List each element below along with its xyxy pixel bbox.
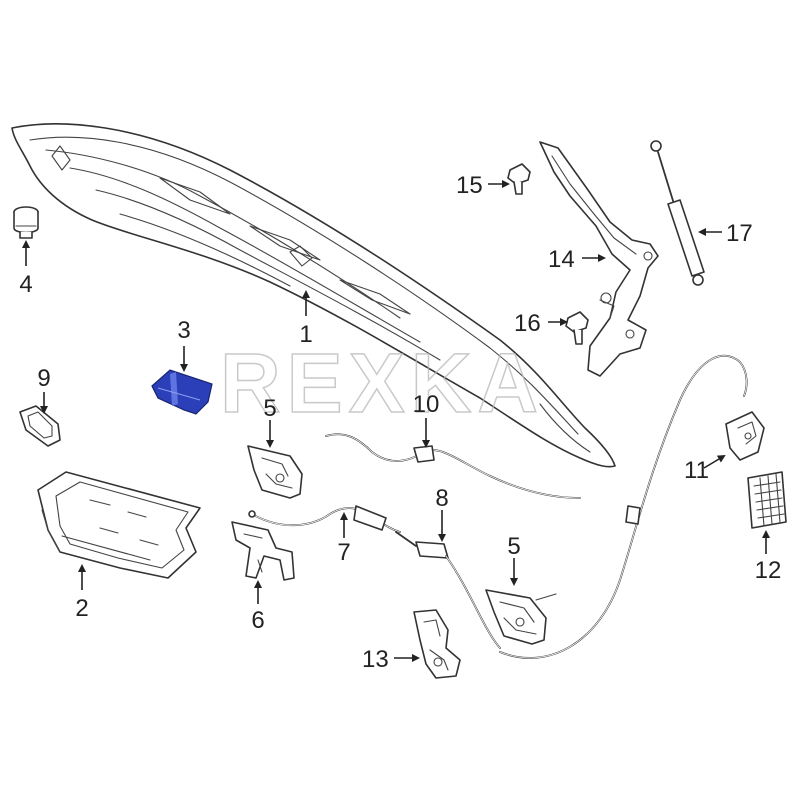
watermark-text: REXKA xyxy=(220,336,544,430)
cable-connector-8 xyxy=(395,531,501,649)
callout-14: 14 xyxy=(548,246,575,273)
highlighted-part-3 xyxy=(151,369,213,415)
latch-bracket xyxy=(231,521,295,581)
callout-8: 8 xyxy=(435,485,448,512)
callout-13: 13 xyxy=(362,646,389,673)
callout-16: 16 xyxy=(514,310,541,337)
safety-hook xyxy=(413,609,461,679)
callout-6: 6 xyxy=(251,607,264,634)
underhood-shield xyxy=(37,471,201,579)
main-release-cable xyxy=(499,354,748,659)
hood-hinge xyxy=(539,141,659,377)
hood-latch-upper xyxy=(247,445,303,499)
grommet xyxy=(19,405,61,447)
callout-5-lower: 5 xyxy=(507,533,520,560)
callout-9: 9 xyxy=(37,365,50,392)
callout-7: 7 xyxy=(337,539,350,566)
release-handle xyxy=(725,411,765,461)
callout-1: 1 xyxy=(299,321,312,348)
leader-11 xyxy=(703,454,726,469)
callout-17: 17 xyxy=(726,220,753,247)
gas-strut xyxy=(650,140,705,286)
callout-10: 10 xyxy=(413,391,440,418)
bumper-stop xyxy=(13,206,39,239)
leader-lines xyxy=(22,180,770,662)
hood-latch-lower xyxy=(485,589,557,645)
callout-12: 12 xyxy=(755,557,782,584)
vent-grille xyxy=(747,471,787,529)
callout-15: 15 xyxy=(456,172,483,199)
callout-4: 4 xyxy=(19,271,32,298)
release-cable-7 xyxy=(248,505,401,533)
bolt-15 xyxy=(507,163,531,195)
callout-11: 11 xyxy=(684,457,709,484)
release-cable-10 xyxy=(325,433,581,499)
callout-5-upper: 5 xyxy=(263,395,276,422)
bolt-16 xyxy=(565,311,589,345)
callout-labels: 1 2 3 4 5 5 6 7 8 9 10 11 12 13 14 15 16… xyxy=(19,172,781,673)
callout-3: 3 xyxy=(177,317,190,344)
hood-panel xyxy=(11,123,616,468)
callout-2: 2 xyxy=(75,595,88,622)
